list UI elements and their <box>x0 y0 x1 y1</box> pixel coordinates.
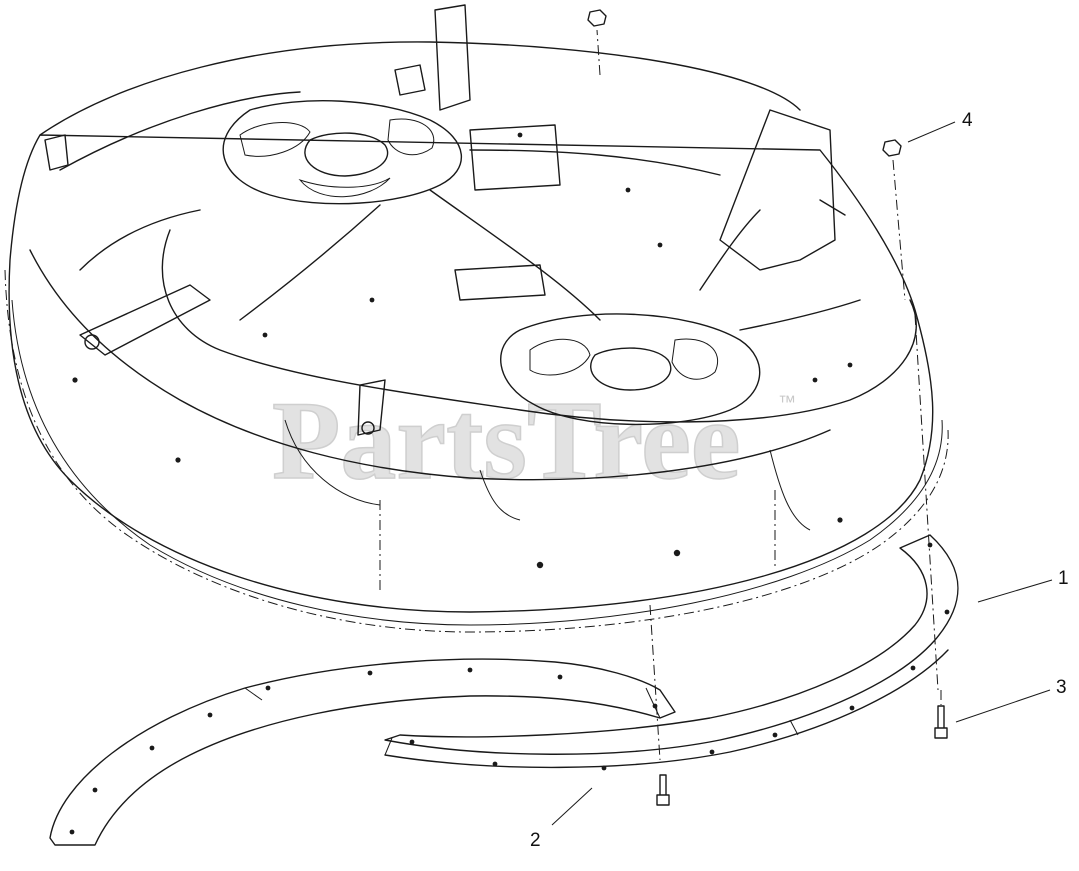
left-pivot-arm <box>79 284 211 356</box>
leader-2 <box>551 787 593 826</box>
spindle-cutout-right <box>529 338 718 380</box>
leader-4 <box>907 121 956 143</box>
spindle-hub-right <box>590 347 672 391</box>
deck-holes <box>72 132 853 569</box>
top-left-pin <box>44 134 69 171</box>
mower-deck <box>4 4 949 761</box>
leader-3 <box>955 689 1051 723</box>
spindle-plate-right <box>500 313 761 426</box>
watermark: PartsTree ™ <box>271 378 796 504</box>
deck-top-rim <box>59 91 917 423</box>
bolt-part-3 <box>934 705 948 739</box>
callouts: 1 2 3 4 <box>530 110 1069 851</box>
baffle-rear <box>49 658 676 846</box>
left-pivot-hole <box>84 334 100 350</box>
baffle-front-joints <box>384 719 799 756</box>
rear-bracket <box>394 4 471 111</box>
callout-3: 3 <box>1056 677 1067 698</box>
bolt-alignment <box>892 159 942 705</box>
baffle-front <box>384 534 959 771</box>
baffle-rear-outline <box>49 658 676 846</box>
leader-1 <box>977 579 1053 603</box>
hardware <box>587 9 948 806</box>
baffle-rear-joints <box>244 687 661 719</box>
deck-skirt-lip <box>11 299 943 626</box>
callout-2: 2 <box>530 830 541 851</box>
callout-1: 1 <box>1058 568 1069 589</box>
deck-rib-arms <box>79 149 861 331</box>
watermark-text: PartsTree <box>272 379 741 503</box>
watermark-trademark: ™ <box>778 392 796 412</box>
nut-part-4 <box>882 139 902 157</box>
spindle-cutout-left <box>239 118 435 198</box>
callout-4: 4 <box>962 110 973 131</box>
deck-skirt-bottom <box>4 269 949 633</box>
deck-front-fold <box>284 419 811 531</box>
deck-hidden-lines <box>379 29 939 761</box>
nut-top <box>587 9 607 27</box>
baffle-front-inner <box>384 649 949 769</box>
center-bracket <box>454 124 561 301</box>
spindle-plate-left <box>222 100 463 205</box>
baffle-front-holes <box>409 542 950 771</box>
deck-skirt-top <box>8 41 934 613</box>
spindle-hub-left <box>304 132 389 177</box>
baffle-front-outline <box>384 534 959 755</box>
chute-pivot <box>361 421 375 435</box>
deck-front-bulge <box>29 249 831 481</box>
baffle-rear-holes <box>69 667 658 835</box>
right-side-bracket <box>719 109 846 271</box>
bolt-bottom <box>656 774 670 806</box>
chute-bracket <box>357 379 386 436</box>
